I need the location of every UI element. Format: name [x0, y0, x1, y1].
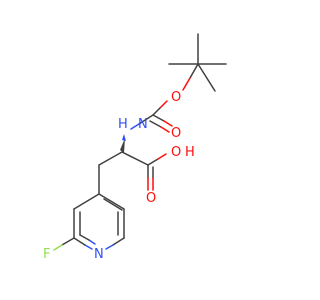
bond-c-f-green: [53, 244, 63, 251]
pyridine-ring: [73, 193, 125, 250]
bond-c-n-amide-blue: [130, 123, 140, 130]
atom-n-amide: N: [138, 117, 148, 132]
atom-h-acid: H: [185, 145, 195, 160]
bond-c-n-amide: [138, 114, 154, 125]
bond-o-tbu: [189, 63, 199, 79]
atom-fluorine: F: [43, 247, 50, 262]
bond-alpha-ch2: [98, 151, 123, 166]
bond-carbonyl-1a: [152, 114, 165, 122]
bond-ester-o-c: [152, 107, 161, 116]
atom-h-amide: H: [118, 117, 128, 132]
bond-c-f: [61, 237, 75, 246]
bond-carbonyl-1b: [163, 120, 173, 127]
bond-carbonyl-2b: [160, 126, 170, 133]
atom-o-carbonyl: O: [171, 126, 181, 141]
atom-n-ring: N: [94, 247, 104, 262]
atom-o-hydroxyl: O: [171, 145, 181, 160]
bond-alpha-cooh: [121, 151, 149, 166]
bond-ester-o-c-red: [159, 100, 168, 109]
bond-c-oh: [147, 158, 159, 166]
bond-o-tbu-red: [182, 77, 191, 91]
bond-c-oh-red: [157, 153, 167, 160]
atom-o-acid: O: [146, 191, 156, 206]
stereo-wedge-bond-blue: [122, 134, 126, 141]
bond-carbonyl-2a: [149, 120, 162, 128]
stereo-wedge-bond: [120, 138, 125, 153]
molecule-structure: O O H N O H O F N: [43, 33, 227, 262]
tert-butyl-group: [168, 33, 227, 92]
atom-o-ester: O: [171, 90, 181, 105]
